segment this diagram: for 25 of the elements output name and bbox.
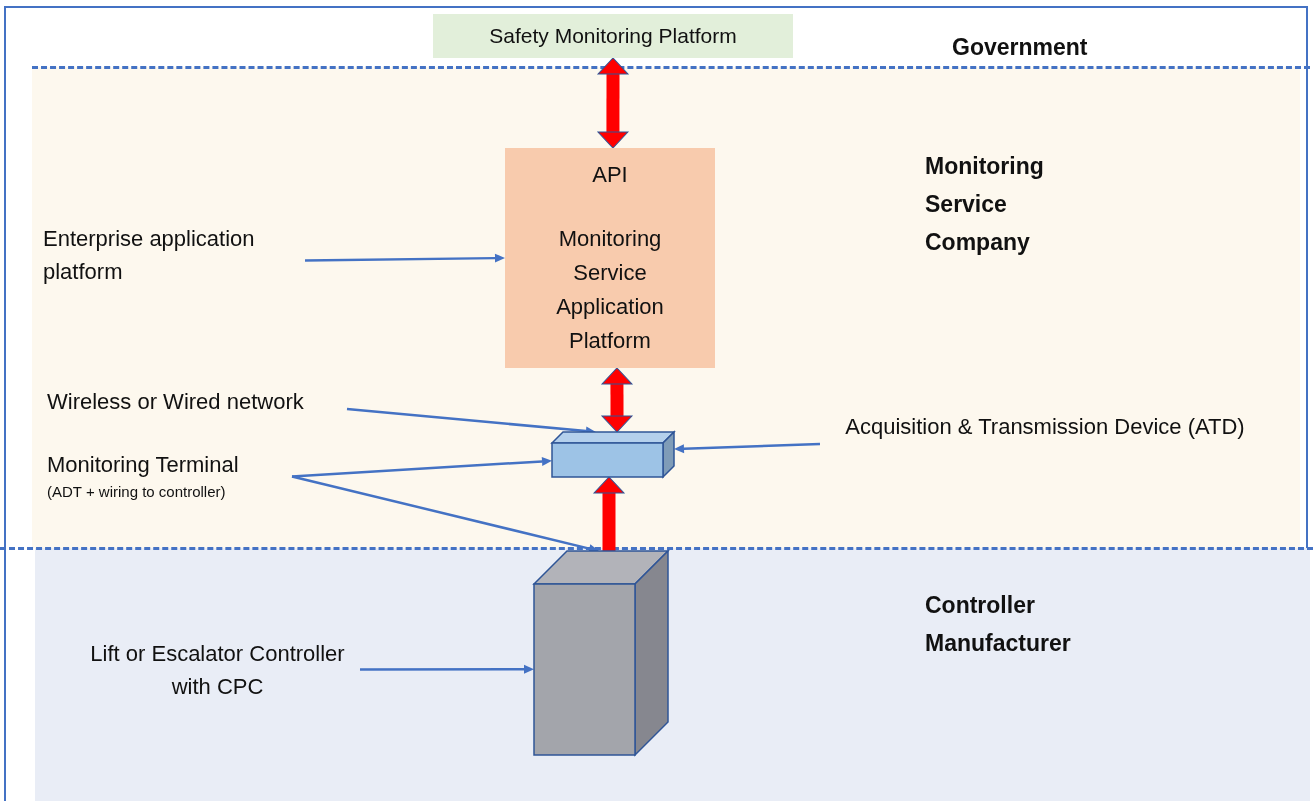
controller-cabinet-icon: [534, 551, 668, 755]
band-heading: Government: [952, 33, 1088, 62]
arrow: [305, 253, 505, 263]
arrow: [291, 475, 599, 553]
arrow: [597, 57, 629, 149]
node-label: Enterprise application platform: [43, 225, 256, 286]
node-label: Monitoring Terminal: [47, 451, 239, 479]
node-label: Wireless or Wired network: [47, 388, 304, 416]
band-background: [35, 548, 1310, 801]
platform-box: Safety Monitoring Platform: [433, 14, 793, 58]
arrow: [674, 442, 821, 454]
sub-label: (ADT + wiring to controller): [47, 482, 226, 502]
node-label: Acquisition & Transmission Device (ATD): [845, 413, 1245, 441]
box-heading: API: [592, 161, 628, 189]
arrow: [291, 456, 552, 478]
box-label: Monitoring Service Application Platform: [555, 225, 665, 355]
arrow: [360, 664, 534, 674]
band-background: [32, 67, 1300, 548]
band-heading: Controller Manufacturer: [925, 591, 1072, 658]
arrow: [593, 476, 625, 551]
node-label: Lift or Escalator Controller with CPC: [89, 640, 346, 701]
band-heading: Monitoring Service Company: [925, 152, 1045, 257]
platform-box: [505, 148, 715, 368]
device-box-icon: [552, 432, 674, 477]
arrow: [601, 367, 633, 433]
